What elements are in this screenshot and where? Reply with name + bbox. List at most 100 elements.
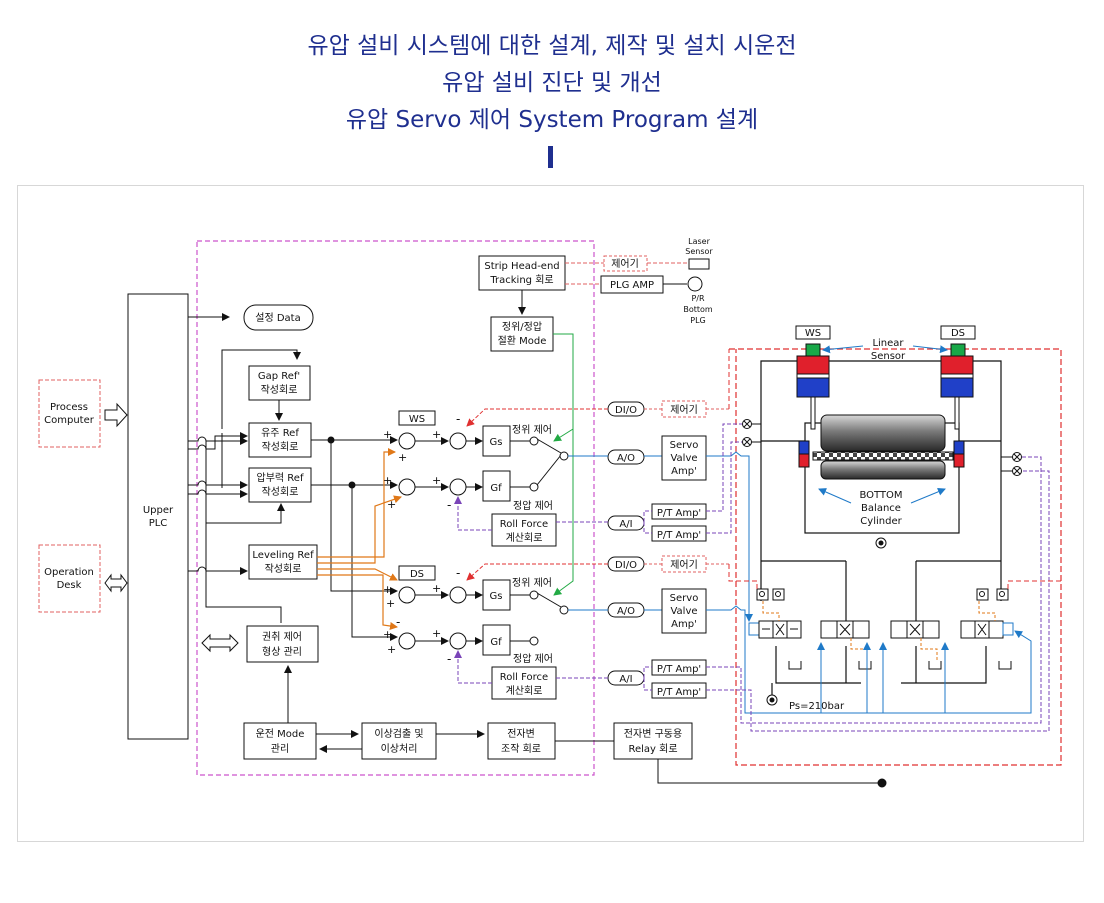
ds-ai-module: A/I xyxy=(607,670,645,686)
title-block: 유압 설비 시스템에 대한 설계, 제작 및 설치 시운전 유압 설비 진단 및… xyxy=(0,28,1104,139)
svg-text:절환 Mode: 절환 Mode xyxy=(498,334,547,347)
svg-text:-: - xyxy=(396,615,400,629)
roll-control-block: 권취 제어 형상 관리 xyxy=(246,625,319,663)
ws-pt-amp-2: P/T Amp' xyxy=(651,525,707,542)
svg-text:+: + xyxy=(387,498,396,511)
control-block-diagram: Process Computer Operation Desk Upper PL… xyxy=(38,237,1062,788)
controller-cables xyxy=(728,349,1061,589)
svg-text:+: + xyxy=(383,583,392,596)
ws-sensor-tag: WS xyxy=(795,325,831,340)
svg-text:PLG AMP: PLG AMP xyxy=(610,280,654,291)
svg-text:+: + xyxy=(383,628,392,641)
ws-loop-wiring xyxy=(415,437,562,491)
ds-controller-block: 제어기 xyxy=(661,555,707,573)
svg-text:Gs: Gs xyxy=(490,591,503,602)
ws-sum-junction-4 xyxy=(449,478,467,496)
solenoid-control-block: 전자변 조작 회로 xyxy=(487,722,556,760)
ws-gf-block: Gf xyxy=(482,470,511,502)
desk-double-arrow-icon xyxy=(104,573,128,593)
svg-text:Process: Process xyxy=(50,402,88,413)
svg-text:A/O: A/O xyxy=(617,606,635,617)
bottom-plg-icon xyxy=(687,276,703,292)
reference-signal-wiring xyxy=(311,436,398,641)
ds-sensor-tag: DS xyxy=(940,325,976,340)
svg-text:Desk: Desk xyxy=(57,580,82,591)
ws-pt-amp-1: P/T Amp' xyxy=(651,503,707,520)
svg-text:작성회로: 작성회로 xyxy=(265,563,302,575)
ds-sum-junction-3 xyxy=(398,632,416,650)
title-line-3: 유압 Servo 제어 System Program 설계 xyxy=(345,107,759,133)
svg-text:관리: 관리 xyxy=(271,743,289,755)
leveling-ref-block: Leveling Ref 작성회로 xyxy=(248,544,318,580)
ds-gs-block: Gs xyxy=(482,579,511,611)
ws-ao-module: A/O xyxy=(607,449,645,465)
svg-text:Gf: Gf xyxy=(490,483,502,494)
svg-text:-: - xyxy=(447,498,451,512)
ws-sum-junction-3 xyxy=(398,478,416,496)
process-computer-block: Process Computer xyxy=(38,379,101,448)
supply-pressure-label: Ps=210bar xyxy=(789,701,845,712)
svg-text:+: + xyxy=(398,451,407,464)
svg-text:작성회로: 작성회로 xyxy=(262,486,299,498)
svg-text:유주 Ref: 유주 Ref xyxy=(261,427,299,439)
oil-ref-block: 유주 Ref 작성회로 xyxy=(248,422,312,458)
solenoid-valve-2 xyxy=(890,620,940,639)
leveling-signal-wiring xyxy=(317,448,402,630)
svg-text:Bottom: Bottom xyxy=(683,305,713,314)
svg-text:DS: DS xyxy=(951,328,965,339)
svg-text:Amp': Amp' xyxy=(671,466,697,477)
gap-ref-block: Gap Ref' 작성회로 xyxy=(248,365,311,401)
svg-text:Balance: Balance xyxy=(861,503,901,514)
svg-text:Servo: Servo xyxy=(670,440,699,451)
tank-symbols xyxy=(788,661,1012,670)
svg-text:제어기: 제어기 xyxy=(670,404,698,416)
anomaly-block: 이상검출 및 이상처리 xyxy=(361,722,437,760)
ds-press-ctrl-label: 정압 제어 xyxy=(513,652,553,665)
svg-text:Gf: Gf xyxy=(490,637,502,648)
strip-tracking-block: Strip Head-end Tracking 회로 xyxy=(478,255,566,291)
svg-text:P/R: P/R xyxy=(691,294,705,303)
svg-text:P/T Amp': P/T Amp' xyxy=(657,530,701,541)
ds-pt-amp-2: P/T Amp' xyxy=(651,682,707,699)
ws-switch-node xyxy=(559,451,569,461)
svg-text:Cylinder: Cylinder xyxy=(860,516,902,527)
ws-pressure-transducers xyxy=(742,419,752,447)
diagram-panel: Process Computer Operation Desk Upper PL… xyxy=(17,185,1084,842)
ds-cylinder xyxy=(940,343,974,430)
press-ref-block: 압부력 Ref 작성회로 xyxy=(248,467,312,503)
svg-text:작성회로: 작성회로 xyxy=(262,441,299,453)
ws-ai-module: A/I xyxy=(607,515,645,531)
svg-text:WS: WS xyxy=(805,328,821,339)
svg-text:Tracking 회로: Tracking 회로 xyxy=(489,274,553,286)
control-boundary xyxy=(196,240,595,776)
relay-block: 전자변 구동용 Relay 회로 xyxy=(613,722,693,760)
svg-text:P/T Amp': P/T Amp' xyxy=(657,687,701,698)
ws-dio-module: DI/O xyxy=(607,401,645,417)
ws-sum-junction-1 xyxy=(398,432,416,450)
svg-text:이상처리: 이상처리 xyxy=(381,743,418,755)
hydraulic-boundary xyxy=(729,348,1062,766)
ws-pilot-valves xyxy=(756,588,785,601)
laser-controller-block: 제어기 xyxy=(603,255,648,272)
ds-switch-node xyxy=(559,605,569,615)
ws-gs-block: Gs xyxy=(482,425,511,457)
svg-text:+: + xyxy=(387,643,396,656)
setting-data-block: 설정 Data xyxy=(243,304,314,331)
svg-text:제어기: 제어기 xyxy=(611,258,639,270)
svg-text:계산회로: 계산회로 xyxy=(506,685,543,697)
ds-gf-block: Gf xyxy=(482,624,511,656)
hydraulic-frame xyxy=(760,360,1002,695)
svg-text:DS: DS xyxy=(410,569,424,580)
svg-text:Sensor: Sensor xyxy=(685,247,713,256)
ws-controller-block: 제어기 xyxy=(661,400,707,418)
svg-text:Strip Head-end: Strip Head-end xyxy=(484,261,559,272)
svg-text:+: + xyxy=(432,474,441,487)
svg-text:A/O: A/O xyxy=(617,453,635,464)
svg-text:Computer: Computer xyxy=(44,415,95,426)
ds-roll-force-block: Roll Force 계산회로 xyxy=(491,666,557,700)
svg-text:-: - xyxy=(456,412,460,426)
svg-text:Operation: Operation xyxy=(44,567,94,578)
upper-roll xyxy=(820,414,946,452)
ds-force-feedback xyxy=(454,650,492,684)
ws-press-ctrl-label: 정압 제어 xyxy=(513,499,553,512)
